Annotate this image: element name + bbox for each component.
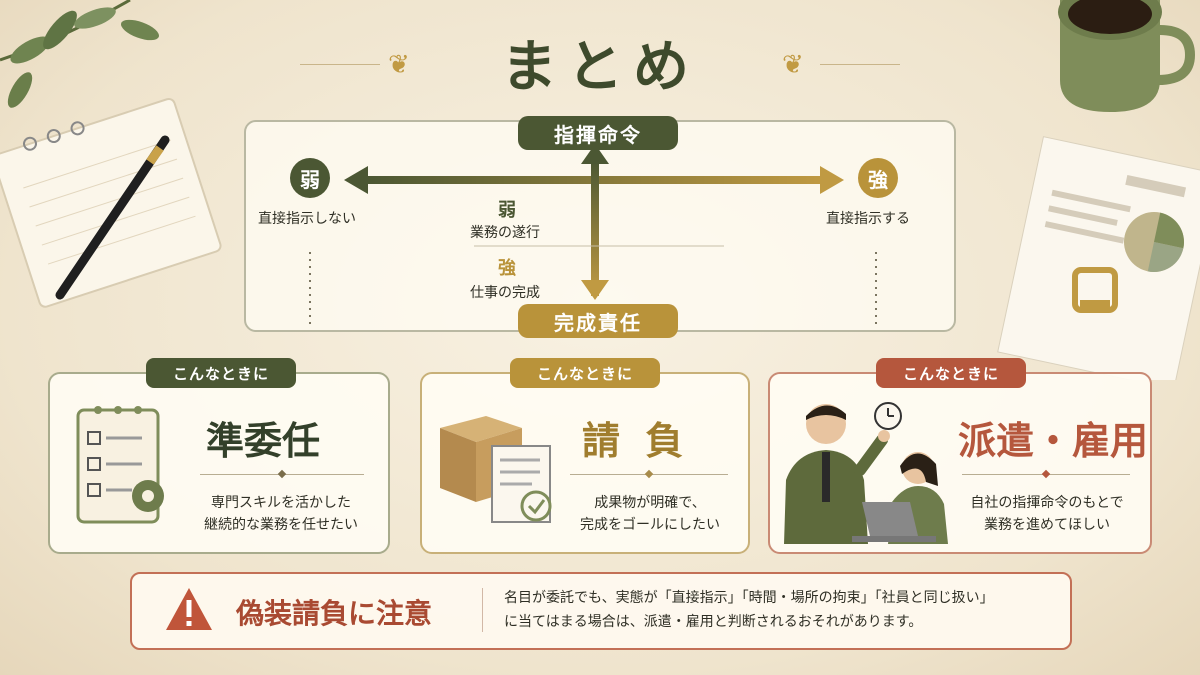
- coffee-cup-icon: [1058, 0, 1196, 112]
- card-tag: こんなときに: [146, 358, 296, 388]
- card-title: 派遣・雇用: [958, 418, 1149, 463]
- desc-line: 業務を進めてほしい: [984, 517, 1110, 533]
- leaf-ornament-left: ❦: [388, 50, 410, 80]
- right-caption: 直接指示する: [826, 211, 910, 227]
- card-description: 自社の指揮命令のもとで 業務を進めてほしい: [950, 492, 1144, 536]
- card-tag: こんなときに: [510, 358, 660, 388]
- desc-line: 成果物が明確で、: [594, 495, 706, 511]
- warning-line: 名目が委託でも、実態が「直接指示」「時間・場所の拘束」「社員と同じ扱い」: [504, 590, 994, 606]
- completion-label: 完成責任: [518, 304, 678, 338]
- notebook-icon: [0, 97, 222, 308]
- desc-line: 自社の指揮命令のもとで: [970, 495, 1124, 511]
- desc-line: 専門スキルを活かした: [211, 495, 351, 511]
- axis-arrows: [309, 144, 877, 328]
- card-contract: こんなときに 請 負 成果物が明確で、 完成をゴールにしたい: [420, 358, 750, 554]
- desc-line: 完成をゴールにしたい: [580, 517, 720, 533]
- strong-badge: 強: [858, 158, 898, 198]
- page-title: まとめ: [501, 34, 699, 100]
- warning-line: に当てはまる場合は、派遣・雇用と判断されるおそれがあります。: [504, 614, 923, 630]
- card-title: 準委任: [206, 418, 321, 463]
- document-chart-icon: [997, 136, 1200, 380]
- bottom-strong-label: 強: [498, 258, 516, 279]
- box-document-icon: [440, 416, 552, 523]
- card-tag: こんなときに: [876, 358, 1026, 388]
- command-label: 指揮命令: [518, 116, 678, 150]
- title-rule-right: [820, 64, 900, 65]
- warning-text: 名目が委託でも、実態が「直接指示」「時間・場所の拘束」「社員と同じ扱い」 に当て…: [504, 586, 1064, 634]
- leaf-ornament-right: ❦: [782, 50, 804, 80]
- weak-badge: 弱: [290, 158, 330, 198]
- warning-divider: [482, 588, 483, 632]
- desc-line: 継続的な業務を任せたい: [204, 517, 358, 533]
- warning-banner: 偽装請負に注意 名目が委託でも、実態が「直接指示」「時間・場所の拘束」「社員と同…: [130, 572, 1072, 650]
- warning-icon: [166, 588, 212, 630]
- people-meeting-icon: [784, 402, 948, 544]
- card-quasi-mandate: こんなときに 準委任 専門スキルを活かした 継続的な業務を任せたい: [48, 358, 390, 554]
- title-rule-left: [300, 64, 380, 65]
- divider-diamond: [277, 469, 287, 479]
- leaf-decoration: [0, 0, 159, 108]
- top-caption: 業務の遂行: [470, 225, 540, 241]
- left-caption: 直接指示しない: [258, 211, 356, 227]
- card-description: 成果物が明確で、 完成をゴールにしたい: [560, 492, 740, 536]
- divider-diamond: [1041, 469, 1051, 479]
- card-description: 専門スキルを活かした 継続的な業務を任せたい: [186, 492, 376, 536]
- top-weak-label: 弱: [498, 200, 516, 221]
- card-title: 請 負: [582, 418, 690, 463]
- divider-diamond: [644, 469, 654, 479]
- card-dispatch: こんなときに 派遣・雇用 自社の指揮命令のもとで 業務を進めてほしい: [768, 358, 1152, 554]
- bottom-caption: 仕事の完成: [470, 285, 540, 301]
- checklist-gear-icon: [76, 406, 164, 524]
- warning-title: 偽装請負に注意: [236, 597, 433, 630]
